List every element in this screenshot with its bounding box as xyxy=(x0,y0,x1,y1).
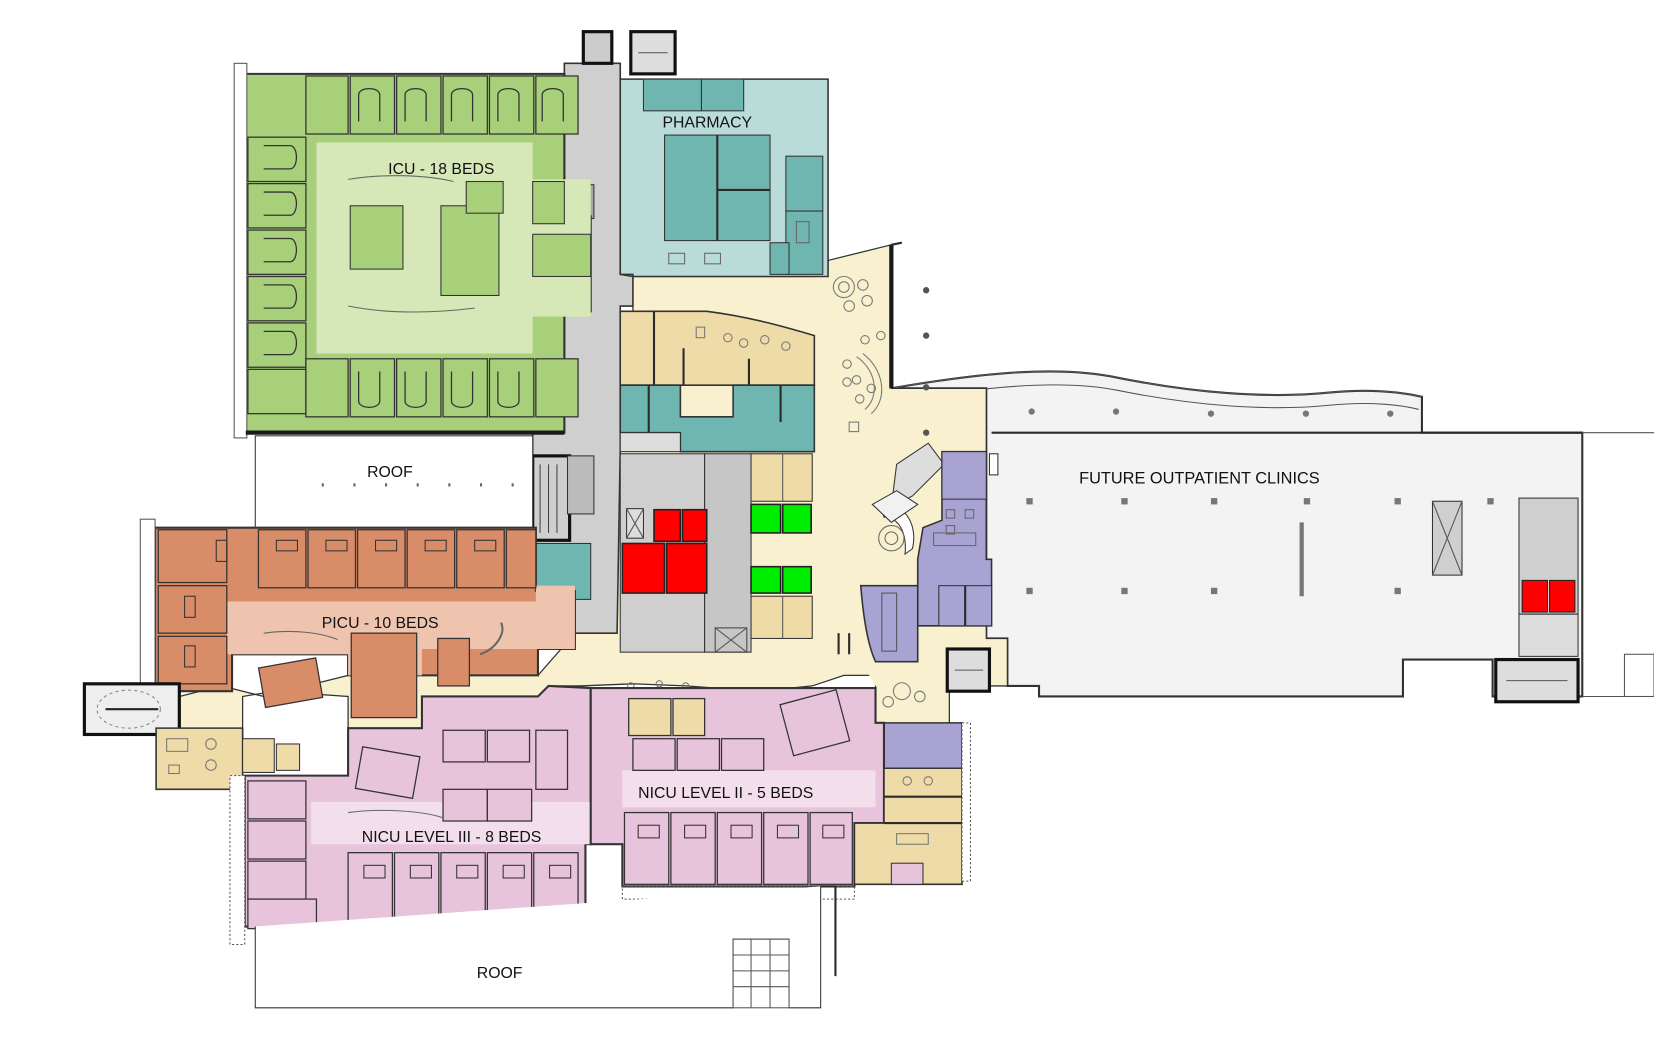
roof-bottom: ROOF xyxy=(254,885,837,1009)
pharmacy-zone: PHARMACY xyxy=(619,78,829,278)
pharmacy-label: PHARMACY xyxy=(662,115,752,132)
nicu-level-2-label: NICU LEVEL II - 5 BEDS xyxy=(638,785,813,802)
future-outpatient-clinics-label: FUTURE OUTPATIENT CLINICS xyxy=(1079,469,1320,487)
patient-elevators xyxy=(621,508,708,594)
icu-label: ICU - 18 BEDS xyxy=(388,161,494,178)
left-stair-and-lounge xyxy=(82,682,301,791)
public-elevators xyxy=(750,503,812,594)
service-core-zone xyxy=(531,30,813,653)
roof-middle-label: ROOF xyxy=(367,464,413,481)
nicu-level-2-zone: NICU LEVEL II - 5 BEDS xyxy=(589,686,886,900)
picu-zone: PICU - 10 BEDS xyxy=(139,518,576,719)
admin-family-zone xyxy=(727,450,999,770)
icu-zone: ICU - 18 BEDS xyxy=(233,62,592,439)
roof-bottom-label: ROOF xyxy=(477,965,523,982)
nicu-support-zone xyxy=(853,722,971,886)
roof-middle: ROOF xyxy=(254,435,534,532)
picu-label: PICU - 10 BEDS xyxy=(322,615,439,632)
future-outpatient-clinics-zone: FUTURE OUTPATIENT CLINICS xyxy=(891,370,1654,704)
nicu-level-3-label: NICU LEVEL III - 8 BEDS xyxy=(362,829,542,846)
staff-support-zone xyxy=(535,310,816,600)
